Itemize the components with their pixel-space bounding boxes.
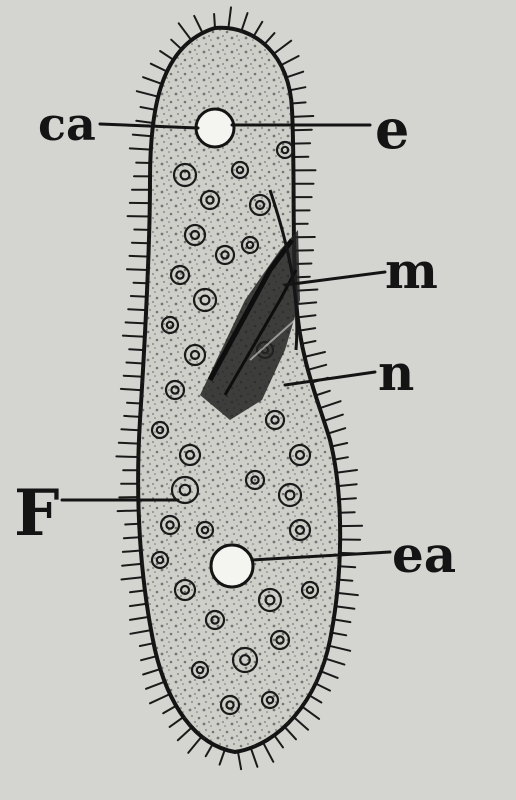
cilium	[338, 580, 352, 581]
cilium	[126, 363, 143, 364]
cilium	[121, 389, 142, 390]
posterior-contractile-vacuole	[211, 545, 253, 587]
cilium	[119, 443, 139, 444]
cilium	[134, 283, 148, 284]
label-ca: ca	[38, 97, 96, 151]
cilium	[126, 322, 146, 323]
cilium	[128, 309, 146, 310]
cilium	[292, 102, 306, 103]
cilium	[123, 551, 141, 552]
label-ea: ea	[392, 525, 456, 584]
label-e: e	[375, 97, 409, 161]
cilium	[339, 566, 355, 567]
cilium	[130, 256, 149, 257]
cilium	[124, 537, 140, 538]
anterior-contractile-vacuole	[196, 109, 234, 147]
cilium	[340, 512, 355, 513]
label-n: n	[378, 343, 414, 402]
cilium	[121, 429, 139, 430]
cilium	[116, 456, 138, 457]
label-f: F	[14, 476, 59, 551]
cilium	[129, 349, 144, 350]
cilium	[124, 376, 143, 377]
cilium	[292, 116, 313, 117]
cilium	[123, 336, 145, 337]
cilium	[124, 416, 140, 417]
cilium	[131, 296, 147, 297]
cilium	[132, 243, 149, 244]
cilium	[293, 130, 312, 131]
cilium	[339, 498, 356, 499]
cilium	[214, 14, 215, 28]
cilium	[127, 269, 148, 270]
cilium	[130, 148, 151, 149]
label-m: m	[385, 241, 438, 300]
cilium	[118, 511, 139, 512]
cilium	[127, 403, 141, 404]
